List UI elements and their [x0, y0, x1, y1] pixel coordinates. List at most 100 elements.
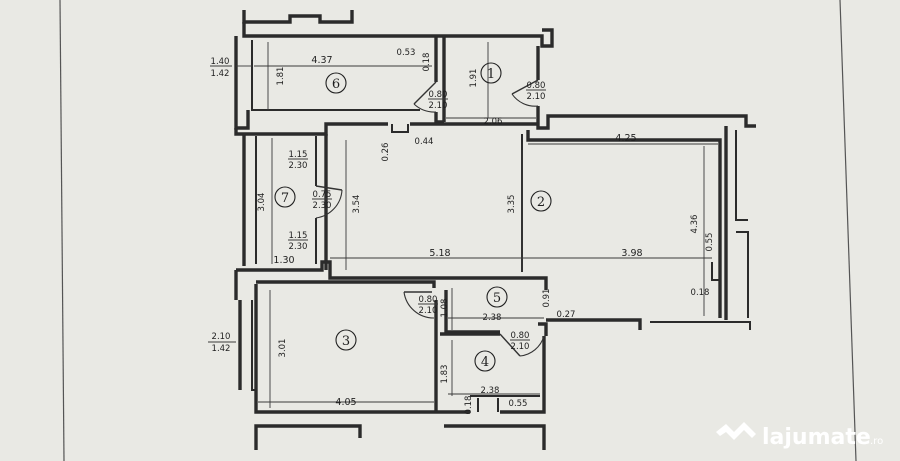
dim-room7-width: 1.30	[273, 255, 294, 266]
dim-room2-height: 3.35	[507, 195, 517, 214]
lajumate-logo-icon	[716, 422, 756, 440]
door-leaf-room1	[511, 79, 539, 95]
dim-room6-width: 4.37	[311, 55, 332, 66]
dim-room4-niche: 0.55	[509, 399, 528, 409]
wall-right-top	[536, 106, 756, 130]
dim-room3-height: 3.01	[278, 339, 288, 358]
dim-right-niche-depth: 0.18	[691, 288, 710, 298]
door-label-room4: 0.80 2.10	[510, 331, 530, 352]
room-marker-4	[474, 350, 496, 372]
room-marker-6	[325, 72, 347, 94]
wall-top-exterior	[242, 10, 354, 24]
wall-room6-inner	[251, 40, 420, 111]
wall-bottom-right	[650, 321, 751, 330]
watermark-brand: lajumate	[762, 425, 871, 450]
wall-room6-left	[234, 36, 250, 130]
room7-top-upper: 1.15	[289, 150, 308, 160]
door-label-room5: 0.80 2.10	[418, 295, 438, 316]
dim-corridor-top: 2.06	[484, 117, 503, 127]
door-leaf-room4	[499, 333, 521, 357]
dim-room1-height: 1.91	[469, 69, 479, 88]
dim-room6-niche-depth: 0.18	[422, 53, 432, 72]
room7-top-lower: 2.30	[289, 161, 308, 171]
door-label-room6: 0.80 2.10	[428, 90, 448, 111]
room-number-2: 2	[537, 195, 545, 210]
dim-room7-height: 3.04	[257, 193, 267, 212]
room-marker-5	[486, 286, 508, 308]
wall-stub	[391, 124, 409, 133]
door-arc-room5	[403, 291, 435, 319]
door-leaf-room6	[413, 81, 437, 105]
opening-labels: 1.40 1.42 2.10 1.42 0.80 2.10 0.80 2.10 …	[210, 57, 546, 354]
wall-room3-top	[256, 280, 436, 288]
room-marker-3	[335, 329, 357, 351]
window-label-top-left: 1.40 1.42	[210, 57, 232, 79]
door-room6-upper: 0.80	[429, 90, 448, 100]
dim-room5-width: 2.38	[483, 313, 502, 323]
door-label-room7: 0.75 2.30	[312, 190, 332, 211]
door-leaf-room7	[315, 185, 343, 191]
window-top-left-upper: 1.40	[211, 57, 230, 67]
dim-room4-height: 1.83	[440, 365, 450, 384]
window-bottom-left-upper: 2.10	[212, 332, 231, 342]
wall-room5-corner	[538, 322, 548, 336]
wall-room2-right	[526, 130, 722, 318]
door-room6-lower: 2.10	[429, 101, 448, 111]
dim-room5-offset: 0.27	[557, 310, 576, 320]
wall-top	[242, 22, 554, 48]
door-room4-upper: 0.80	[511, 331, 530, 341]
wall-room4-niche	[477, 398, 499, 412]
dim-stub-width: 0.44	[415, 137, 434, 147]
dim-stub-depth: 0.26	[381, 143, 391, 162]
dim-room2-top-width: 4.25	[615, 133, 636, 144]
dim-room2-right-height: 4.36	[690, 215, 700, 234]
dim-room4-width: 2.38	[481, 386, 500, 396]
dim-room5-height: 1.08	[440, 299, 450, 318]
window-top-left-lower: 1.42	[211, 69, 230, 79]
window-label-bottom-left: 2.10 1.42	[212, 332, 231, 354]
walls	[234, 10, 756, 450]
opening-label-room7-top: 1.15 2.30	[288, 150, 308, 171]
wall-room4-right	[500, 336, 546, 414]
door-label-room1: 0.80 2.10	[526, 81, 546, 102]
door-room5-upper: 0.80	[419, 295, 438, 305]
dim-room6-niche: 0.53	[397, 48, 416, 58]
page-edge-right	[839, 0, 857, 461]
door-arc-room1	[511, 93, 539, 107]
door-room5-lower: 2.10	[419, 306, 438, 316]
wall-balcony-right	[735, 130, 748, 221]
opening-label-room7-bottom: 1.15 2.30	[288, 231, 308, 252]
wall-room6-room1-lower	[434, 112, 444, 124]
page-edge-left	[59, 0, 65, 461]
room7-bottom-lower: 2.30	[289, 242, 308, 252]
room7-door-lower: 2.30	[313, 201, 332, 211]
room-marker-7	[274, 186, 296, 208]
room7-door-upper: 0.75	[313, 190, 332, 200]
door-room4-lower: 2.10	[511, 342, 530, 352]
dim-right-niche: 0.55	[705, 233, 715, 252]
doors	[315, 79, 545, 357]
dimension-lines	[208, 42, 718, 408]
dim-passage-height: 3.54	[352, 195, 362, 214]
wall-room3-body	[254, 284, 436, 414]
wall-corridor-top	[234, 122, 388, 136]
wall-mid	[236, 260, 548, 290]
room-numbers: 6 1 2 7 3 5 4	[274, 62, 552, 372]
watermark-tld: .ro	[870, 436, 883, 447]
wall-bottom-exterior-right	[444, 424, 546, 450]
wall-room5-right	[546, 318, 642, 330]
wall-niche-right	[711, 262, 720, 281]
room-marker-2	[530, 190, 552, 212]
dim-room2-bottom-left: 5.18	[429, 248, 450, 259]
wall-room5	[444, 290, 500, 334]
door-arc-room7	[315, 189, 343, 219]
dim-room2-bottom-right: 3.98	[621, 248, 642, 259]
room-number-4: 4	[481, 355, 489, 370]
door-arc-room4	[519, 335, 545, 357]
room-marker-1	[480, 62, 502, 84]
door-arc-room6	[413, 103, 437, 113]
dim-room4-niche-depth: 0.18	[464, 396, 474, 415]
room-number-5: 5	[493, 291, 501, 306]
room-number-6: 6	[332, 77, 340, 92]
door-room1-upper: 0.80	[527, 81, 546, 91]
